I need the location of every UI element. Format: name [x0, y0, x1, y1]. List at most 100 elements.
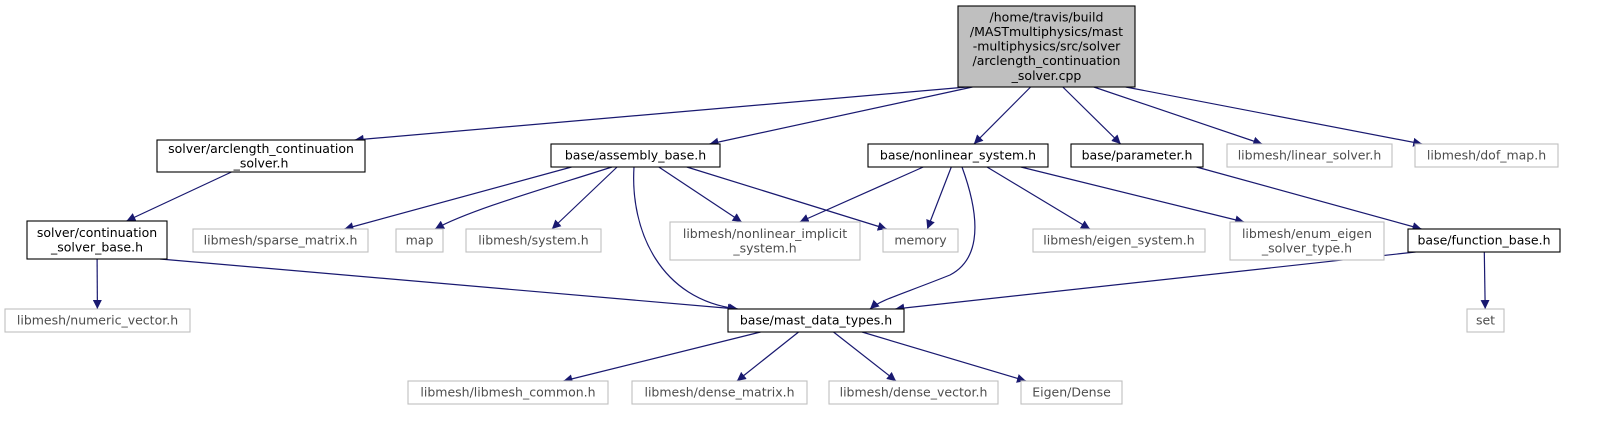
node-root[interactable]: /home/travis/build/MASTmultiphysics/mast… [957, 5, 1136, 88]
node-label-line: libmesh/nonlinear_implicit [683, 226, 847, 241]
node-label-line: base/assembly_base.h [565, 148, 706, 163]
node-label-line: base/function_base.h [1417, 233, 1550, 248]
node-label-line: /MASTmultiphysics/mast [970, 24, 1123, 39]
node-box [828, 380, 999, 405]
node-label-line: solver/continuation [37, 225, 157, 240]
node-label-line: libmesh/eigen_system.h [1043, 233, 1194, 248]
edge-nonlinear_system-to-memory [926, 166, 952, 230]
node-label-line: libmesh/dense_vector.h [840, 385, 988, 400]
node-box [727, 308, 905, 333]
edge-assembly_base-to-map [434, 166, 613, 230]
node-box [1407, 228, 1561, 253]
edge-root-to-nonlinear_system [973, 86, 1032, 145]
edge-arclength_h-to-continuation_base [126, 171, 232, 222]
node-dense_vector: libmesh/dense_vector.h [828, 380, 999, 405]
edge-mast_data_types-to-dense_vector [833, 331, 897, 382]
node-box [1466, 308, 1505, 333]
node-nonlinear_implicit: libmesh/nonlinear_implicit_system.h [669, 221, 861, 261]
node-label-line: libmesh/enum_eigen [1242, 226, 1372, 241]
node-nonlinear_system[interactable]: base/nonlinear_system.h [867, 143, 1049, 168]
node-parameter[interactable]: base/parameter.h [1070, 143, 1204, 168]
node-label-line: base/parameter.h [1082, 148, 1193, 163]
edge-root-to-arclength_h [354, 86, 967, 144]
edge-function_base-to-mast_data_types [895, 251, 1416, 313]
node-box [867, 143, 1049, 168]
node-label-line: libmesh/numeric_vector.h [17, 313, 178, 328]
node-label-line: Eigen/Dense [1032, 385, 1111, 400]
node-label-line: _solver.h [233, 155, 289, 170]
node-label-line: libmesh/sparse_matrix.h [204, 233, 358, 248]
node-continuation_base[interactable]: solver/continuation_solver_base.h [26, 220, 168, 260]
node-box [156, 139, 366, 173]
node-label-line: solver/arclength_continuation [168, 141, 354, 156]
edge-nonlinear_system-to-nonlinear_implicit [799, 166, 924, 223]
edges-layer [92, 86, 1490, 384]
node-box [669, 221, 861, 261]
node-eigen_system: libmesh/eigen_system.h [1032, 228, 1206, 253]
edge-continuation_base-to-mast_data_types [159, 258, 737, 313]
node-box [4, 308, 191, 333]
node-box [1229, 221, 1385, 261]
node-system: libmesh/system.h [465, 228, 602, 253]
edge-parameter-to-function_base [1196, 166, 1422, 231]
node-set: set [1466, 308, 1505, 333]
node-enum_eigen: libmesh/enum_eigen_solver_type.h [1229, 221, 1385, 261]
node-box [882, 228, 959, 253]
node-box [1032, 228, 1206, 253]
node-box [957, 5, 1136, 88]
edge-root-to-parameter [1062, 86, 1122, 145]
node-box [407, 380, 609, 405]
node-label-line: base/nonlinear_system.h [880, 148, 1036, 163]
node-label-line: memory [894, 233, 947, 248]
edge-assembly_base-to-memory [686, 166, 887, 231]
edge-assembly_base-to-sparse_matrix [344, 166, 572, 231]
edge-function_base-to-set [1480, 251, 1490, 310]
node-box [1226, 143, 1393, 168]
node-sparse_matrix: libmesh/sparse_matrix.h [192, 228, 369, 253]
node-box [192, 228, 369, 253]
node-label-line: _system.h [732, 240, 796, 255]
node-label-line: _solver.cpp [1011, 68, 1082, 83]
node-label-line: _solver_base.h [50, 239, 143, 254]
node-label-line: libmesh/system.h [478, 233, 588, 248]
node-box [1020, 380, 1123, 405]
edge-assembly_base-to-system [551, 166, 618, 230]
node-numeric_vector: libmesh/numeric_vector.h [4, 308, 191, 333]
node-box [550, 143, 721, 168]
node-function_base[interactable]: base/function_base.h [1407, 228, 1561, 253]
node-label-line: libmesh/linear_solver.h [1238, 148, 1382, 163]
node-dof_map: libmesh/dof_map.h [1414, 143, 1559, 168]
node-label-line: /home/travis/build [990, 9, 1104, 24]
node-box [465, 228, 602, 253]
edge-assembly_base-to-mast_data_types [633, 166, 739, 313]
node-box [395, 228, 444, 253]
node-arclength_h[interactable]: solver/arclength_continuation_solver.h [156, 139, 366, 173]
node-box [1070, 143, 1204, 168]
node-label-line: -multiphysics/src/solver [973, 39, 1121, 54]
node-linear_solver: libmesh/linear_solver.h [1226, 143, 1393, 168]
edge-root-to-linear_solver [1093, 86, 1263, 146]
node-eigen_dense: Eigen/Dense [1020, 380, 1123, 405]
edge-root-to-assembly_base [709, 86, 973, 147]
node-label-line: /arclength_continuation [973, 53, 1121, 68]
edge-mast_data_types-to-libmesh_common [563, 331, 761, 384]
edge-root-to-dof_map [1125, 86, 1423, 147]
node-dense_matrix: libmesh/dense_matrix.h [631, 380, 808, 405]
node-label-line: map [406, 233, 434, 248]
node-label-line: libmesh/dense_matrix.h [644, 385, 794, 400]
node-box [26, 220, 168, 260]
node-map: map [395, 228, 444, 253]
edge-nonlinear_system-to-eigen_system [986, 166, 1091, 230]
nodes-layer: /home/travis/build/MASTmultiphysics/mast… [4, 5, 1561, 405]
edge-nonlinear_system-to-mast_data_types [869, 166, 976, 310]
node-mast_data_types[interactable]: base/mast_data_types.h [727, 308, 905, 333]
node-label-line: libmesh/dof_map.h [1427, 148, 1546, 163]
edge-nonlinear_system-to-enum_eigen [1020, 166, 1245, 225]
node-memory: memory [882, 228, 959, 253]
node-label-line: libmesh/libmesh_common.h [420, 385, 595, 400]
node-libmesh_common: libmesh/libmesh_common.h [407, 380, 609, 405]
node-label-line: _solver_type.h [1261, 240, 1352, 255]
node-assembly_base[interactable]: base/assembly_base.h [550, 143, 721, 168]
node-label-line: set [1476, 313, 1495, 328]
